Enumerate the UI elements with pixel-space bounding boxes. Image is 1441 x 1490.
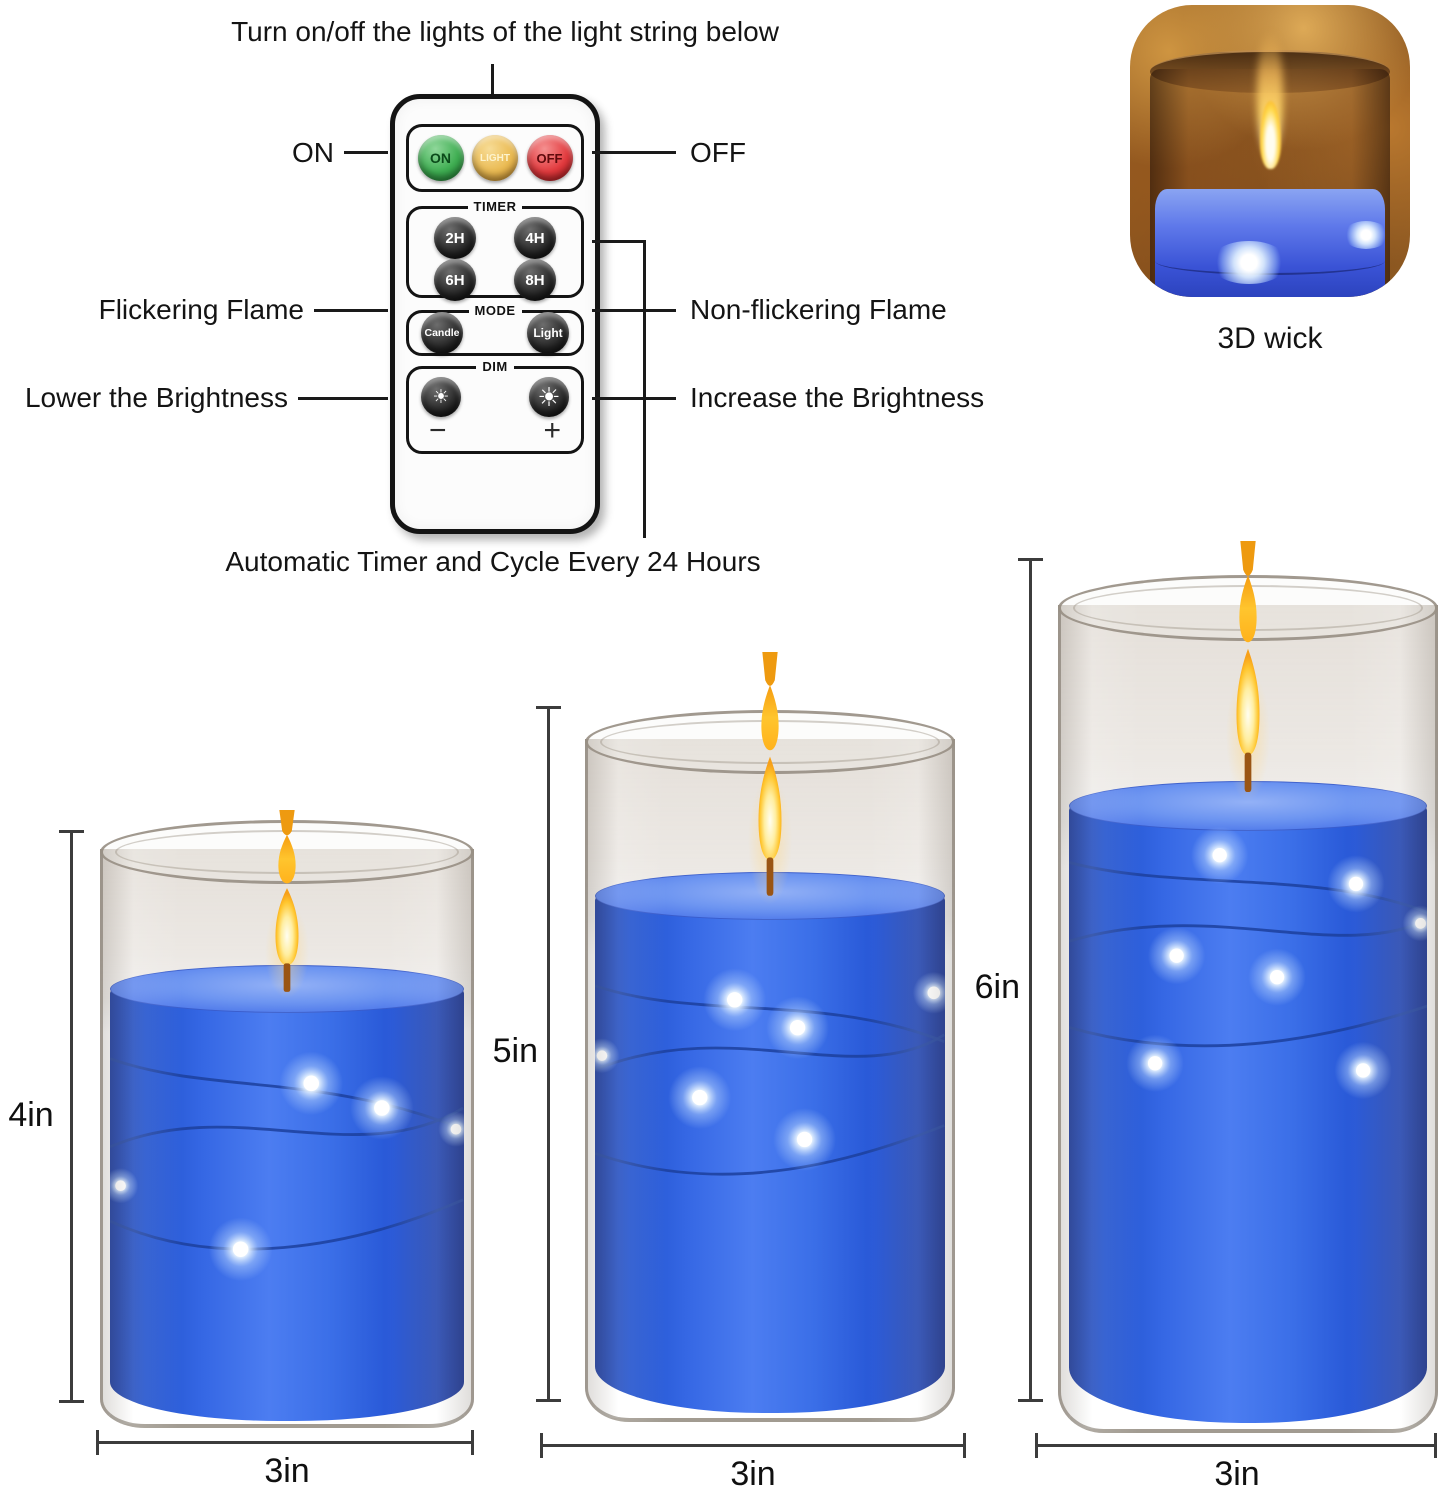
label-non-flickering-flame: Non-flickering Flame [690, 294, 947, 325]
remote-bottom-caption: Automatic Timer and Cycle Every 24 Hours [225, 546, 761, 577]
width-measure-line-medium [540, 1433, 966, 1458]
label-flickering-flame: Flickering Flame [98, 294, 304, 325]
timer-section-label: TIMER [409, 199, 581, 214]
photo-blue-wax [1155, 188, 1390, 297]
timer-bracket-horizontal [592, 240, 646, 243]
timer-button-group: TIMER 2H 4H 6H 8H [406, 199, 584, 301]
width-measure-line-small [96, 1430, 474, 1455]
blue-wax [595, 895, 945, 1414]
light-mode-button[interactable]: Light [527, 312, 569, 354]
on-button[interactable]: ON [417, 135, 464, 181]
candle-mode-button[interactable]: Candle [421, 312, 463, 354]
height-measure-line-medium [536, 706, 561, 1402]
lower-connector-line [298, 397, 388, 400]
height-measure-line-large [1018, 558, 1043, 1402]
off-connector-line [592, 151, 676, 154]
minus-sign: − [429, 414, 447, 447]
mode-section-label: MODE [409, 303, 581, 318]
height-measure-line-small [59, 830, 84, 1403]
candle-flame-icon [264, 810, 310, 999]
string-lights [1068, 826, 1428, 1100]
photo-led-glow [1343, 221, 1390, 250]
dim-section-label: DIM [409, 359, 581, 374]
increase-connector-line [592, 397, 676, 400]
candle-medium [585, 652, 955, 1422]
timer-6h-button[interactable]: 6H [434, 259, 476, 301]
on-connector-line [344, 151, 388, 154]
photo-led-glow [1210, 240, 1289, 285]
height-label-medium: 5in [492, 1032, 538, 1070]
string-lights [110, 1051, 464, 1282]
candle-large [1058, 541, 1438, 1433]
bright-sun-icon[interactable]: ☀ [529, 377, 569, 417]
label-increase-brightness: Increase the Brightness [690, 382, 985, 413]
candle-small [100, 810, 474, 1428]
timer-4h-button[interactable]: 4H [514, 217, 556, 259]
width-label-small: 3in [264, 1452, 310, 1490]
timer-bracket-vertical [643, 240, 646, 538]
wick-caption: 3D wick [1217, 322, 1323, 355]
height-label-small: 4in [8, 1096, 54, 1134]
string-lights [595, 968, 945, 1176]
timer-8h-button[interactable]: 8H [514, 259, 556, 301]
off-button[interactable]: OFF [526, 135, 573, 181]
remote-top-caption: Turn on/off the lights of the light stri… [231, 16, 779, 47]
height-label-large: 6in [974, 968, 1020, 1006]
3d-wick-photo [1130, 5, 1410, 297]
width-label-medium: 3in [730, 1455, 776, 1490]
width-measure-line-large [1035, 1433, 1437, 1458]
label-lower-brightness: Lower the Brightness [24, 382, 288, 413]
dim-sun-icon[interactable]: ☀ [421, 377, 461, 417]
plus-sign: + [543, 414, 561, 447]
label-on: ON [292, 137, 334, 168]
power-button-group: ON LIGHT OFF [406, 124, 584, 192]
width-label-large: 3in [1214, 1455, 1260, 1490]
caption-connector-line [491, 64, 494, 94]
flicker-connector-line [314, 309, 388, 312]
candle-flame-icon [1225, 541, 1271, 802]
dim-button-group: DIM ☀ ☀ − + [406, 359, 584, 454]
candle-flame-icon [747, 652, 793, 905]
non-flicker-connector-line [592, 309, 676, 312]
blue-wax [110, 988, 464, 1421]
photo-flame [1260, 101, 1282, 169]
remote-control: ON LIGHT OFF TIMER 2H 4H 6H 8H MODE Cand… [390, 94, 600, 534]
timer-2h-button[interactable]: 2H [434, 217, 476, 259]
light-button[interactable]: LIGHT [472, 135, 518, 181]
mode-button-group: MODE Candle Light [406, 303, 584, 356]
label-off: OFF [690, 137, 746, 168]
